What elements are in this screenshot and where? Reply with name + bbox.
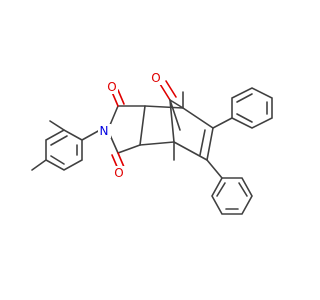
dimethylphenyl-double-1	[50, 135, 68, 146]
oxygen-bridge-label: O	[151, 71, 160, 85]
bond-n-c3	[109, 134, 119, 154]
oxygen-bridge-label-bg	[149, 71, 162, 85]
bond-c2-c3	[206, 127, 214, 161]
bonds	[31, 80, 273, 215]
atom-labels: N O O O	[98, 71, 162, 180]
bond-c3-c4	[173, 141, 208, 161]
bond-bridge-carbon	[169, 99, 181, 131]
oxygen-imide-top-label: O	[107, 80, 116, 94]
bond-imide-co-top-1	[111, 91, 119, 107]
phenyl-top-ring	[231, 87, 273, 129]
bond-bridge-co-1	[159, 83, 171, 101]
bond-aryl-methyl-bottom	[31, 159, 47, 171]
oxygen-imide-bottom-label: O	[114, 166, 123, 180]
bond-c3-phenyl-bottom	[206, 159, 223, 179]
bond-aryl-methyl-top	[49, 120, 65, 131]
bond-c1-c7a	[144, 105, 184, 109]
phenyl-bottom-ring	[211, 177, 253, 215]
bond-c3-c3a	[117, 144, 141, 154]
dimethylphenyl-double-2	[50, 155, 65, 165]
bond-bridge-co-2	[165, 80, 177, 98]
oxygen-imide-top-label-bg	[105, 80, 118, 94]
bond-c8-c1	[169, 99, 184, 109]
molecule-structure-diagram: N O O O	[31, 71, 273, 215]
nitrogen-label: N	[100, 124, 109, 138]
bond-imide-co-bottom-1	[117, 152, 125, 168]
nitrogen-label-bg	[98, 124, 111, 138]
phenyl-top-double-1	[236, 93, 253, 103]
bond-n-aryl	[81, 129, 101, 141]
bond-c7-n	[109, 105, 119, 126]
bond-c2-phenyl-top	[212, 117, 233, 129]
bond-c2-c3-double	[199, 129, 206, 156]
bond-c1-c2	[182, 107, 214, 129]
oxygen-imide-bottom-label-bg	[112, 166, 125, 180]
bond-imide-co-top-2	[117, 89, 125, 105]
phenyl-bottom-double-3	[216, 182, 226, 197]
phenyl-top-double-3	[236, 113, 253, 123]
bond-c4-c3a	[139, 141, 175, 146]
phenyl-bottom-double-1	[238, 182, 248, 197]
bond-c7a-c3a	[139, 105, 146, 146]
